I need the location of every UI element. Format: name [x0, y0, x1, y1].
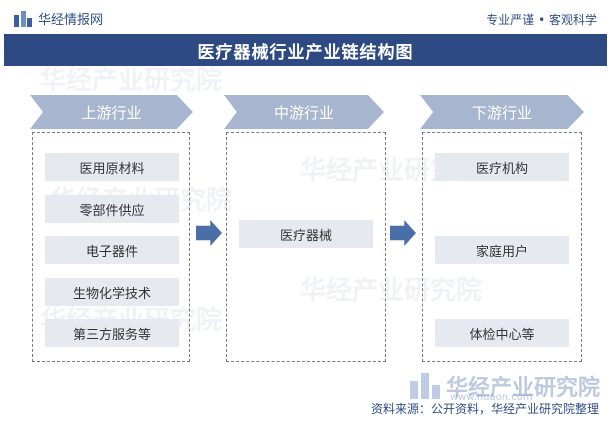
stage-header-upstream: 上游行业	[30, 95, 193, 129]
stage-label-upstream: 上游行业	[81, 103, 142, 122]
midstream-panel: 医疗器械	[226, 132, 386, 362]
watermark-url: www.huaon.com	[450, 392, 533, 403]
logo-icon	[14, 10, 32, 27]
flow-arrow-icon	[196, 220, 222, 246]
source-note: 资料来源：公开资料，华经产业研究院整理	[370, 402, 599, 416]
downstream-panel: 医疗机构 家庭用户 体检中心等	[422, 132, 582, 362]
downstream-item: 医疗机构	[435, 153, 569, 181]
upstream-item: 第三方服务等	[45, 319, 179, 347]
stage-label-downstream: 下游行业	[471, 103, 532, 122]
upstream-item: 电子器件	[45, 236, 179, 264]
stage-label-midstream: 中游行业	[273, 103, 334, 122]
upstream-item: 零部件供应	[45, 195, 179, 223]
top-bar: 华经情报网 专业严谨 • 客观科学	[0, 0, 611, 34]
stage-header-downstream: 下游行业	[420, 95, 584, 129]
diagram-title: 医疗器械行业产业链结构图	[197, 42, 414, 63]
title-bar: 医疗器械行业产业链结构图	[4, 34, 607, 66]
stage-header-midstream: 中游行业	[224, 95, 384, 129]
upstream-panel: 医用原材料 零部件供应 电子器件 生物化学技术 第三方服务等	[32, 132, 190, 362]
watermark-brand-name: 华经产业研究院	[446, 376, 601, 401]
brand-name: 华经情报网	[38, 13, 104, 28]
flow-arrow-icon	[390, 220, 416, 246]
watermark-brand: 华经产业研究院	[410, 370, 600, 402]
upstream-item: 医用原材料	[45, 153, 179, 181]
upstream-item: 生物化学技术	[45, 278, 179, 306]
slogan: 专业严谨 • 客观科学	[486, 13, 597, 27]
watermark-logo-icon	[410, 373, 440, 399]
midstream-item: 医疗器械	[239, 220, 373, 248]
brand: 华经情报网	[14, 9, 103, 28]
downstream-item: 体检中心等	[435, 319, 569, 347]
downstream-item: 家庭用户	[435, 236, 569, 264]
